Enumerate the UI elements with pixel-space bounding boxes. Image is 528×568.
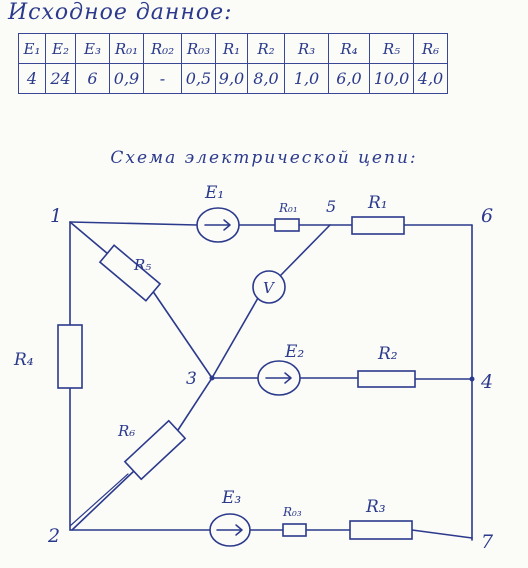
label-e1: E₁: [204, 183, 224, 203]
header-cell: E₁: [18, 33, 46, 64]
value-cell: 0,9: [109, 63, 144, 94]
resistor-r6: [123, 419, 187, 481]
node-label-4: 4: [480, 371, 493, 393]
label-r03: R₀₃: [282, 505, 302, 519]
wire-diag-r5-b: [151, 289, 213, 379]
initial-data-table: E₁ E₂ E₃ R₀₁ R₀₂ R₀₃ R₁ R₂ R₃ R₄ R₅ R₆ 4…: [18, 33, 448, 94]
wire-diag-r6-c: [69, 473, 129, 527]
label-r3: R₃: [365, 497, 386, 517]
header-cell: E₃: [75, 33, 110, 64]
label-r6: R₆: [117, 422, 135, 440]
value-cell: -: [143, 63, 182, 94]
resistor-r3: [349, 520, 413, 540]
label-r2: R₂: [377, 344, 398, 364]
resistor-r01: [274, 218, 300, 232]
arrow-icon: [265, 372, 292, 384]
table-value-row: 4 24 6 0,9 - 0,5 9,0 8,0 1,0 6,0 10,0 4,…: [18, 63, 448, 94]
wire-top-left: [69, 221, 198, 226]
node-label-5: 5: [326, 197, 336, 216]
header-cell: R₅: [369, 33, 414, 64]
node-label-6: 6: [481, 205, 493, 227]
value-cell: 0,5: [181, 63, 216, 94]
arrow-icon: [204, 219, 231, 231]
voltmeter: [252, 270, 286, 304]
label-r5: R₅: [133, 256, 151, 274]
header-cell: R₃: [284, 33, 329, 64]
arrow-icon: [216, 524, 243, 536]
wire-diag-r6-a: [177, 377, 213, 431]
header-cell: R₁: [215, 33, 248, 64]
label-e2: E₂: [284, 342, 304, 362]
node-label-7: 7: [481, 531, 494, 553]
value-cell: 6,0: [328, 63, 370, 94]
node-label-3: 3: [186, 369, 197, 389]
wire-diag-v-a: [279, 224, 331, 277]
value-cell: 24: [45, 63, 76, 94]
node-label-1: 1: [50, 205, 62, 227]
value-cell: 6: [75, 63, 110, 94]
heading: Исходное данное:: [8, 0, 233, 25]
junction-dot: [209, 375, 215, 381]
header-cell: R₆: [413, 33, 448, 64]
label-voltmeter: V: [263, 279, 276, 297]
resistor-r5: [98, 244, 162, 302]
wire-diag-r5-a: [69, 221, 109, 255]
header-cell: R₄: [328, 33, 370, 64]
wire-bottom-right: [411, 529, 473, 539]
header-cell: E₂: [45, 33, 76, 64]
resistor-r2: [357, 370, 416, 388]
resistor-r03: [282, 523, 307, 537]
resistor-r4: [57, 324, 83, 389]
schema-title: Схема электрической цепи:: [110, 148, 418, 168]
resistor-r1: [351, 216, 405, 235]
label-r1: R₁: [367, 193, 388, 213]
value-cell: 4: [18, 63, 46, 94]
table-header-row: E₁ E₂ E₃ R₀₁ R₀₂ R₀₃ R₁ R₂ R₃ R₄ R₅ R₆: [18, 33, 448, 64]
label-r01: R₀₁: [278, 201, 298, 215]
value-cell: 9,0: [215, 63, 248, 94]
label-e3: E₃: [221, 488, 241, 508]
value-cell: 4,0: [413, 63, 448, 94]
node-label-2: 2: [47, 525, 60, 547]
junction-dot: [469, 376, 475, 382]
header-cell: R₀₂: [143, 33, 182, 64]
label-r4: R₄: [13, 350, 34, 370]
wire-diag-r6-b: [71, 469, 136, 531]
value-cell: 8,0: [247, 63, 285, 94]
wire-diag-v-b: [211, 297, 259, 379]
